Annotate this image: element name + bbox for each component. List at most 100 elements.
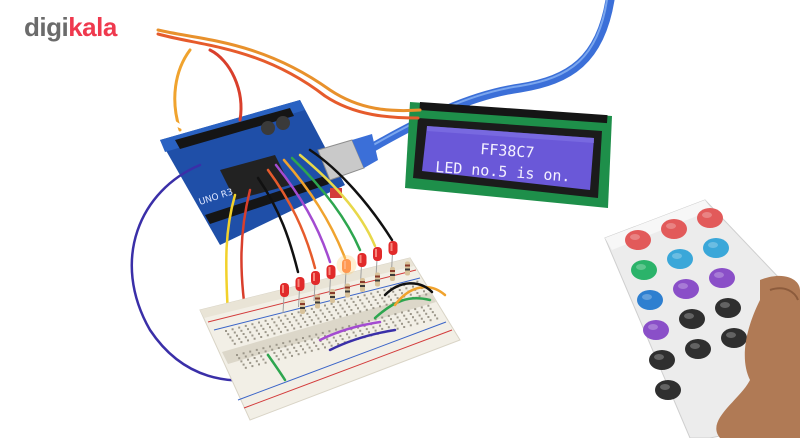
breadboard-hole (368, 320, 370, 322)
breadboard-hole (431, 311, 434, 314)
breadboard-hole (282, 322, 285, 325)
breadboard-hole (282, 353, 285, 356)
breadboard-hole (379, 305, 381, 308)
breadboard-hole (354, 304, 357, 307)
breadboard-holes (225, 280, 439, 369)
led-highlight (297, 279, 300, 287)
breadboard-hole (328, 310, 331, 313)
breadboard-hole (352, 300, 355, 303)
breadboard-hole (429, 307, 432, 310)
remote-button-highlight (678, 283, 688, 289)
remote-button-grid (625, 208, 747, 400)
breadboard-hole (317, 336, 320, 339)
breadboard-hole (383, 319, 386, 322)
breadboard-hole (332, 317, 335, 320)
resistor-band (375, 275, 380, 278)
breadboard-hole (266, 334, 269, 337)
breadboard-hole (264, 319, 267, 322)
breadboard-hole (372, 307, 375, 310)
breadboard-hole (324, 315, 326, 318)
remote-button (715, 298, 741, 318)
remote-button-highlight (726, 332, 736, 338)
breadboard-hole (319, 320, 322, 323)
breadboard-hole (253, 337, 256, 340)
breadboard-hole (284, 345, 287, 348)
breadboard-hole (361, 302, 364, 305)
breadboard-hole (383, 300, 386, 303)
breadboard-hole (247, 328, 249, 331)
breadboard-hole (365, 297, 368, 300)
remote-button-highlight (630, 234, 640, 240)
breadboard-hole (291, 324, 293, 327)
breadboard-hole (412, 285, 414, 288)
breadboard-hole (354, 323, 357, 326)
breadboard-hole (273, 332, 276, 335)
breadboard-hole (368, 331, 370, 334)
breadboard-hole (291, 354, 293, 357)
breadboard-hole (396, 297, 399, 300)
breadboard-hole (293, 327, 296, 330)
resistor-band (300, 303, 305, 305)
breadboard-hole (288, 321, 291, 324)
breadboard-hole (273, 321, 276, 324)
breadboard-hole (249, 331, 252, 334)
breadboard-hole (401, 311, 403, 314)
remote-button-highlight (702, 212, 712, 218)
breadboard-hole (260, 355, 263, 358)
remote-button (697, 208, 723, 228)
breadboard-hole (308, 316, 311, 318)
breadboard-hole (251, 353, 254, 356)
breadboard-hole (242, 363, 245, 366)
breadboard-hole (324, 335, 326, 338)
breadboard-hole (357, 326, 359, 329)
breadboard-hole (330, 344, 333, 347)
breadboard-hole (409, 324, 412, 327)
breadboard-hole (390, 298, 392, 301)
remote-button-highlight (690, 343, 700, 349)
remote-button (703, 238, 729, 258)
remote-button (721, 328, 747, 348)
breadboard-hole (341, 326, 344, 329)
breadboard-hole (262, 347, 265, 350)
breadboard-hole (291, 313, 293, 315)
breadboard-hole (418, 314, 421, 317)
breadboard-hole (383, 289, 386, 292)
breadboard-hole (423, 290, 425, 293)
remote-button-highlight (684, 313, 694, 319)
breadboard-hole (299, 345, 302, 348)
breadboard-hole (357, 296, 359, 298)
breadboard-hole (350, 309, 353, 311)
breadboard-hole (414, 308, 417, 311)
breadboard-hole (317, 348, 320, 351)
breadboard-hole (295, 338, 298, 341)
remote-button (643, 320, 669, 340)
breadboard-hole (387, 314, 390, 317)
logo-part-1: digi (24, 12, 69, 42)
breadboard-hole (352, 312, 355, 315)
breadboard-hole (418, 295, 421, 298)
breadboard-hole (253, 326, 256, 329)
breadboard-hole (255, 360, 258, 363)
breadboard-hole (308, 335, 311, 338)
breadboard-hole (398, 289, 401, 291)
led (388, 241, 398, 255)
breadboard-hole (277, 316, 280, 319)
resistor-band (345, 286, 350, 289)
remote-button-highlight (720, 302, 730, 308)
breadboard-hole (251, 323, 254, 326)
breadboard-hole (227, 333, 230, 336)
breadboard-hole (244, 355, 247, 358)
led-highlight (313, 273, 315, 281)
breadboard-hole (260, 324, 263, 327)
breadboard-hole (401, 292, 403, 295)
breadboard-hole (295, 319, 298, 322)
breadboard-hole (398, 319, 401, 322)
led (326, 265, 336, 279)
breadboard-hole (284, 326, 287, 328)
breadboard-hole (306, 324, 309, 327)
breadboard-hole (330, 302, 333, 305)
breadboard-hole (385, 303, 388, 306)
breadboard-hole (249, 350, 252, 353)
breadboard-hole (357, 307, 359, 310)
